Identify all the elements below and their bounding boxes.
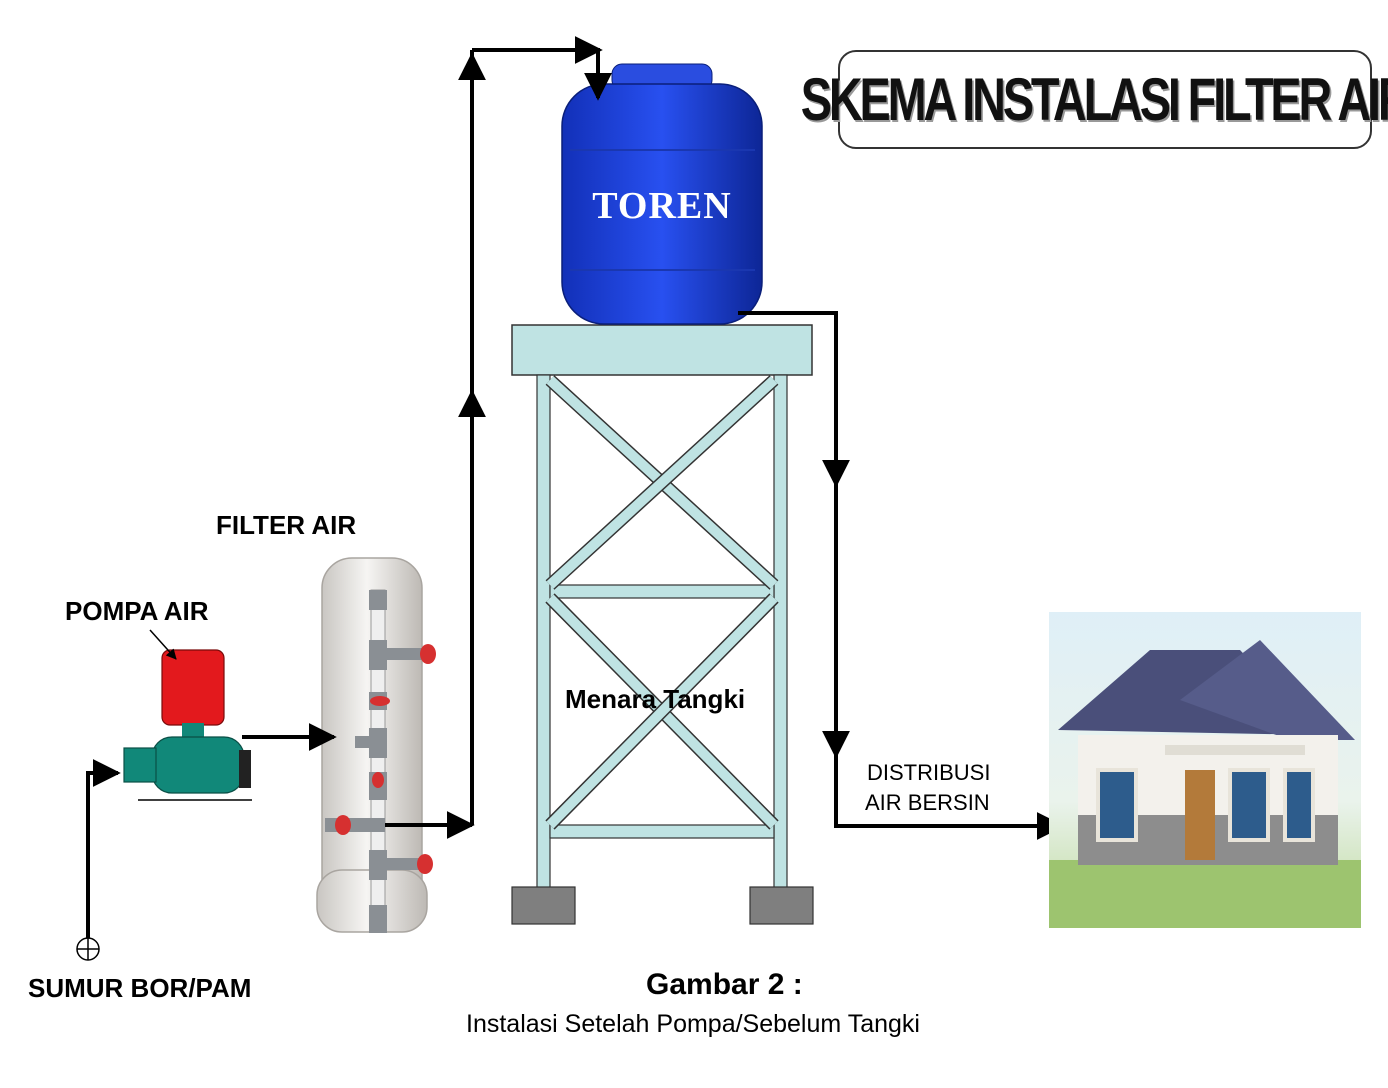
distribution-label-line2: AIR BERSIN: [865, 790, 990, 815]
filter-label: FILTER AIR: [216, 510, 357, 540]
pump-label: POMPA AIR: [65, 596, 209, 626]
figure-caption-number: Gambar 2 :: [646, 968, 803, 1001]
title-box: SKEMA INSTALASI FILTER AIR: [801, 50, 1388, 149]
figure-caption-text: Instalasi Setelah Pompa/Sebelum Tangki: [466, 1010, 920, 1038]
well-symbol-icon: [76, 937, 100, 961]
tank-label: TOREN: [592, 185, 732, 227]
house-icon: [1049, 612, 1361, 928]
distribution-label-line1: DISTRIBUSI: [867, 760, 991, 785]
water-pump: [123, 649, 252, 801]
toren-tank: [561, 63, 763, 325]
source-label: SUMUR BOR/PAM: [28, 973, 252, 1003]
filter-housing: [316, 557, 436, 933]
pipe-lines: [86, 36, 1065, 938]
diagram-title: SKEMA INSTALASI FILTER AIR: [801, 66, 1388, 133]
water-tower: [511, 324, 814, 925]
tower-label: Menara Tangki: [565, 684, 746, 714]
